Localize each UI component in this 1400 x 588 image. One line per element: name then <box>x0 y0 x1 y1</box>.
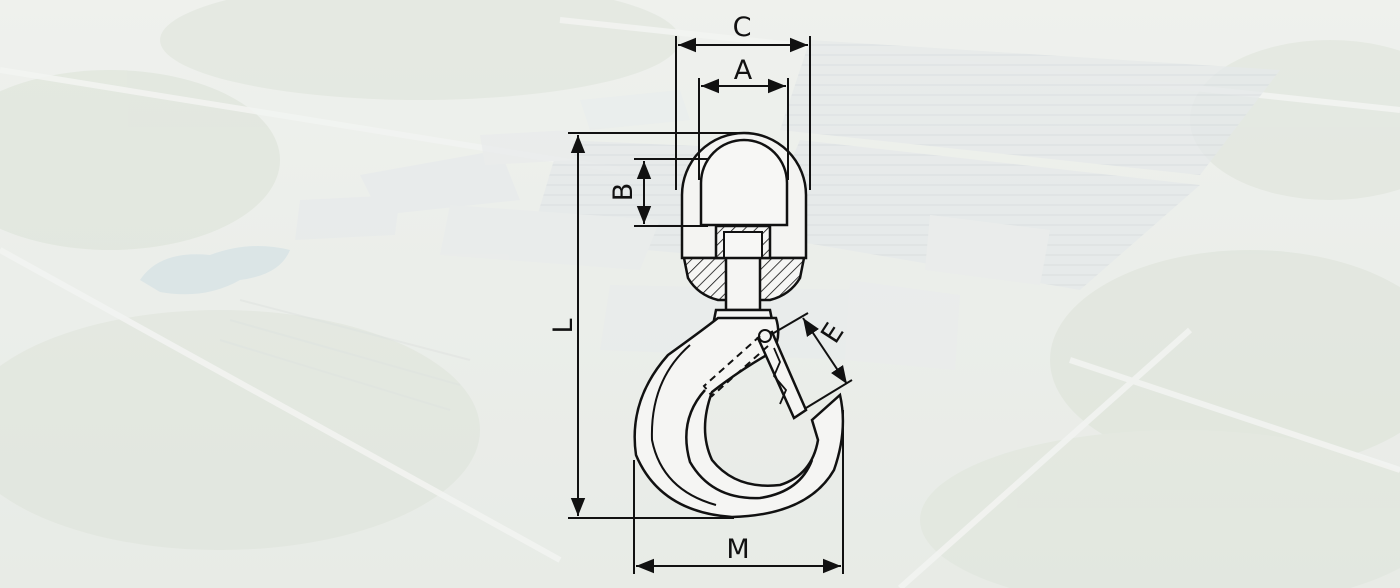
dimension-c: C <box>675 12 811 190</box>
hook-outer-rib <box>650 344 717 506</box>
latch-pivot <box>758 329 772 343</box>
latch-open-position <box>702 335 769 398</box>
nut-thread <box>723 231 763 259</box>
dimension-m: M <box>633 410 844 574</box>
dimension-l: L <box>548 132 744 519</box>
swivel-eye-inner <box>699 138 789 227</box>
dimension-label-l: L <box>548 318 579 333</box>
hook-body <box>633 316 845 519</box>
dimension-label-a: A <box>734 55 753 86</box>
safety-latch <box>756 330 808 420</box>
parking-lots <box>219 299 471 411</box>
hook-throat-curve <box>685 389 814 500</box>
dimension-a: A <box>698 55 789 180</box>
hook-shank <box>724 256 762 312</box>
dimension-label-m: M <box>726 534 749 565</box>
pond <box>140 246 290 295</box>
latch-spring <box>772 347 788 405</box>
dimension-label-c: C <box>733 12 752 43</box>
dimension-label-b: B <box>608 183 639 202</box>
dimension-b: B <box>608 158 708 227</box>
